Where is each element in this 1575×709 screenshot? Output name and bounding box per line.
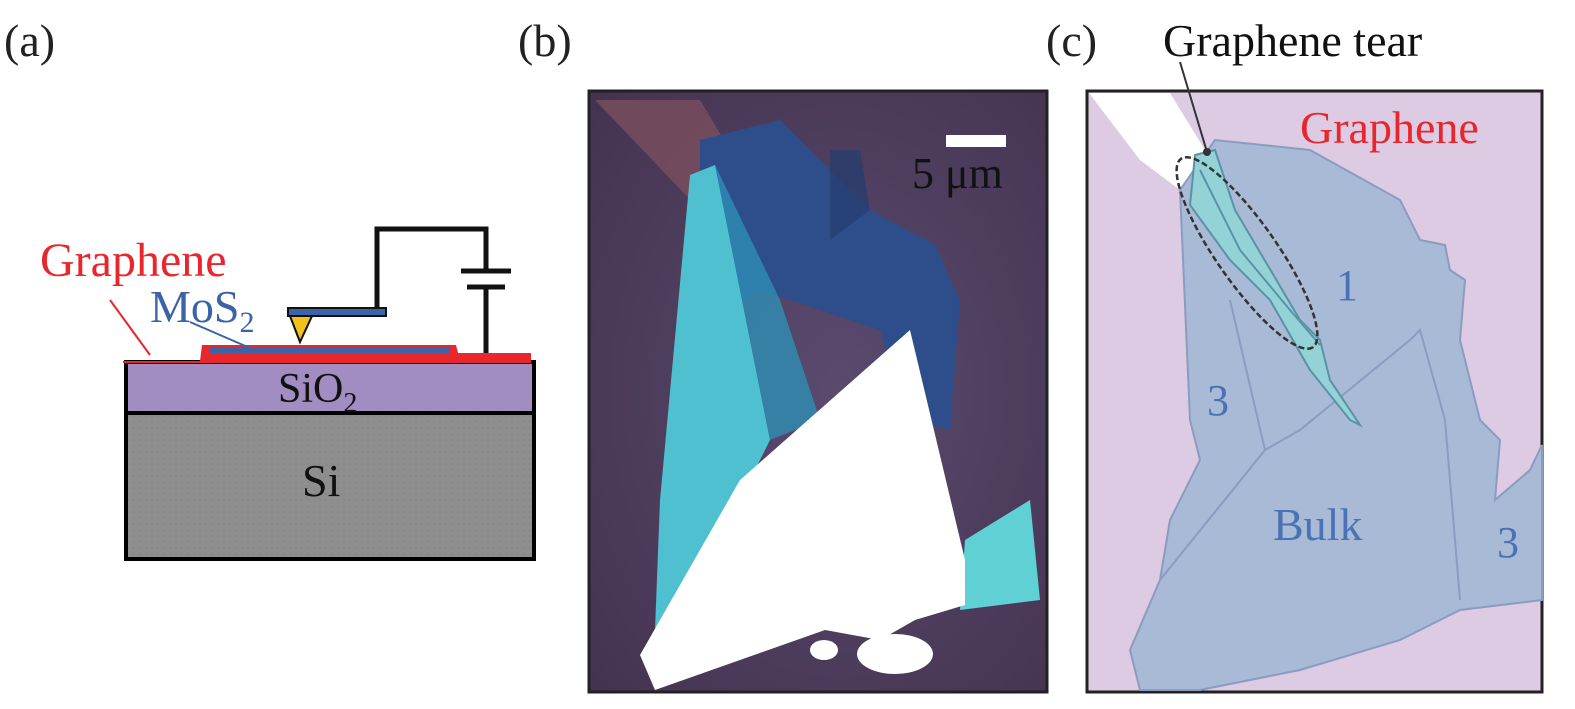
panel-a-schematic: Graphene MoS2 SiO2 Si [40, 226, 536, 561]
scale-bar-label: 5 μm [912, 149, 1003, 198]
graphene-region-label: Graphene [1300, 102, 1479, 153]
sio2-label: SiO2 [278, 366, 357, 419]
graphene-leader-line [109, 299, 151, 356]
panel-b-micrograph: 5 μm [587, 89, 1049, 694]
mos2-flake-outline [1128, 138, 1543, 691]
mos2-label: MoS2 [150, 281, 254, 339]
cyan-flake [655, 165, 770, 630]
sio2-subscript: 2 [343, 388, 357, 419]
mos2-subscript: 2 [239, 306, 254, 339]
si-label: Si [302, 455, 340, 506]
panel-c-label: (c) [1046, 15, 1098, 66]
afm-cantilever [287, 307, 387, 317]
scale-bar [946, 135, 1006, 147]
panel-c-tracing: Graphene tear Graphene 1 3 Bulk 3 [1085, 15, 1544, 694]
tear-region [1188, 148, 1363, 428]
graphene-tear-label: Graphene tear [1163, 15, 1422, 66]
panel-b-label: (b) [518, 15, 572, 66]
panel-a-label: (a) [4, 15, 56, 66]
bulk-label: Bulk [1273, 499, 1362, 550]
tear-pointer-line [1179, 61, 1208, 153]
mos2-leader-line [189, 321, 251, 349]
graphene-label: Graphene [40, 234, 227, 287]
bulk-white-region [640, 330, 965, 690]
mos2-flake [210, 347, 450, 353]
circuit-wire [374, 226, 489, 353]
layer-1-label: 1 [1336, 261, 1358, 310]
afm-tip-icon [288, 315, 314, 345]
layer-3-left-label: 3 [1207, 376, 1229, 425]
layer-3-right-label: 3 [1497, 518, 1519, 567]
tear-highlight-ellipse [1175, 155, 1319, 351]
